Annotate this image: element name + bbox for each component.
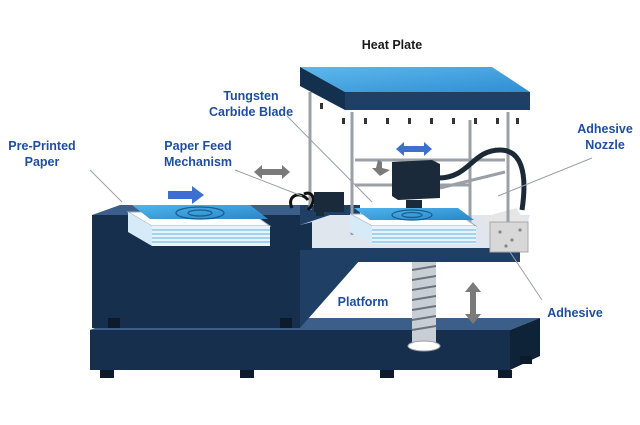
blade-direction-arrow <box>372 160 390 176</box>
tungsten-blade-label: Tungsten Carbide Blade <box>208 89 294 119</box>
feed-mechanism-arrow <box>254 165 290 179</box>
heat-plate-label: Heat Plate <box>361 38 423 52</box>
nozzle-motion-arrow <box>396 142 432 156</box>
leader-lines <box>89 115 593 301</box>
platform-spring <box>407 262 441 352</box>
adhesive-nozzle <box>392 160 440 216</box>
paper-motion-arrow <box>168 186 204 204</box>
paper-stack-left <box>126 205 272 246</box>
paper-feed-label: Paper Feed Mechanism <box>163 139 233 169</box>
pre-printed-paper-label: Pre-Printed Paper <box>8 139 76 169</box>
frame-posts <box>308 92 510 235</box>
adhesive-block <box>480 208 529 253</box>
adhesive-label: Adhesive <box>547 306 603 320</box>
heat-plate <box>300 67 530 124</box>
adhesive-hose <box>437 147 527 211</box>
paper-stack-platform <box>349 208 478 244</box>
platform-label: Platform <box>337 295 389 309</box>
paper-feed-gripper <box>289 191 344 216</box>
platform-motion-arrow <box>465 282 481 324</box>
adhesive-nozzle-label: Adhesive Nozzle <box>577 122 633 152</box>
